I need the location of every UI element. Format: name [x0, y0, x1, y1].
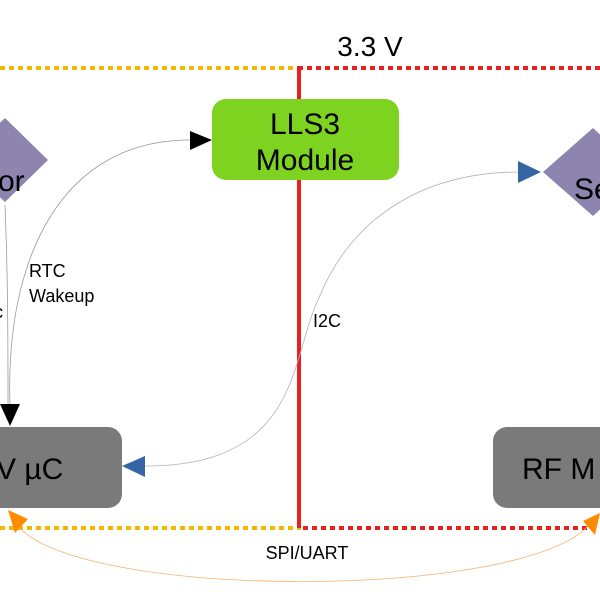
rtc-wakeup-label-line1: RTC: [29, 261, 66, 281]
spi-uart-connector: [17, 525, 589, 582]
rtc-wakeup-label-line2: Wakeup: [29, 286, 94, 306]
left-sensor-shape: [0, 118, 48, 202]
left-sensor-connector: [4, 204, 9, 405]
i2c-arrowhead-mcu: [122, 456, 145, 477]
right-sensor-label: Se: [574, 173, 600, 206]
mcu-block: [0, 427, 122, 508]
mcu-label: V µC: [0, 453, 63, 486]
rf-label: RF M: [522, 453, 595, 486]
i2c-label: I2C: [313, 311, 341, 331]
i2c-arrowhead-sensor: [518, 161, 541, 183]
rtc-wakeup-arrowhead-lls3: [190, 131, 212, 150]
lls3-module-block: [212, 99, 399, 180]
spi-uart-arrowhead-mcu: [8, 510, 28, 533]
lls3-module-label-line1: LLS3: [270, 108, 340, 141]
spi-uart-arrowhead-rf: [583, 513, 600, 535]
rtc-wakeup-arrowhead-mcu: [0, 404, 20, 426]
rf-block: [493, 427, 600, 508]
right-sensor-shape: [543, 128, 600, 216]
voltage-label: 3.3 V: [337, 31, 403, 62]
rtc-wakeup-connector: [9, 139, 191, 406]
left-connector-label: c: [0, 302, 3, 322]
left-sensor-label: or: [0, 165, 25, 198]
i2c-connector: [144, 171, 521, 467]
spi-uart-label: SPI/UART: [266, 543, 349, 563]
lls3-module-label-line2: Module: [256, 144, 354, 177]
